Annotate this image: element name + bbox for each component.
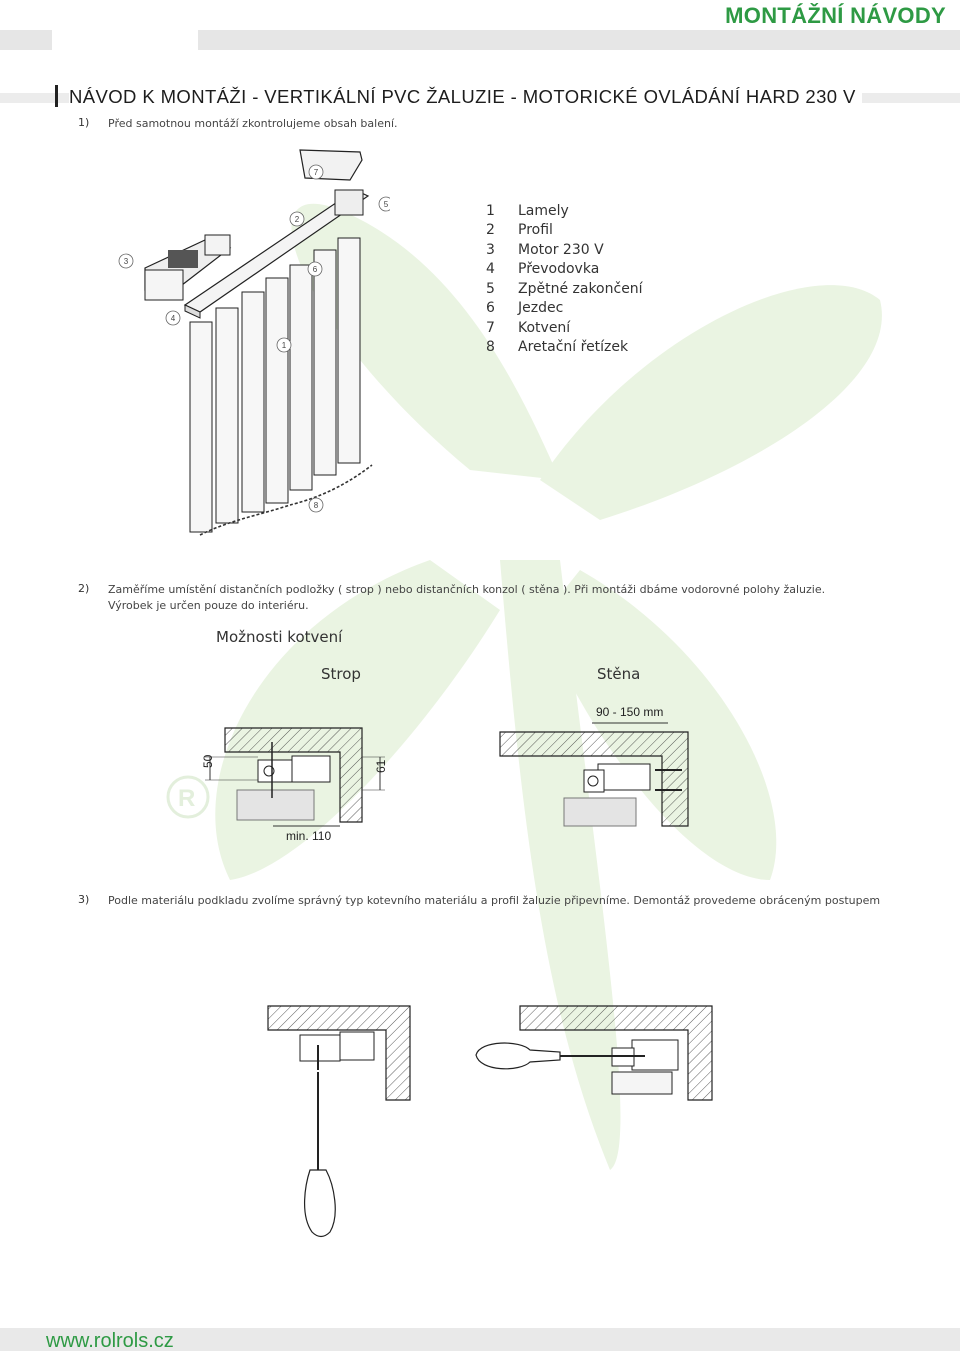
dim-61: 61 — [374, 759, 388, 773]
step-number: 2) — [78, 582, 90, 595]
svg-text:R: R — [178, 785, 195, 812]
header-title: MONTÁŽNÍ NÁVODY — [725, 3, 946, 28]
mounting-diagrams: 50 61 min. 110 90 - 150 mm — [201, 705, 689, 843]
blind-assembly-diagram: 7 2 5 3 6 4 1 8 — [118, 149, 390, 536]
callout-label: 3 — [124, 257, 129, 266]
page-title: NÁVOD K MONTÁŽI - VERTIKÁLNÍ PVC ŽALUZIE… — [69, 86, 862, 108]
callout-label: 8 — [314, 501, 319, 510]
installation-diagrams — [267, 1005, 713, 1238]
step-text: Výrobek je určen pouze do interiéru. — [108, 599, 309, 612]
step-text: Před samotnou montáží zkontrolujeme obsa… — [108, 117, 398, 130]
dim-50: 50 — [201, 754, 215, 768]
header-band — [0, 30, 52, 50]
header-band — [198, 30, 960, 50]
step-number: 3) — [78, 893, 90, 906]
callout-label: 5 — [384, 200, 389, 209]
dim-wall: 90 - 150 mm — [596, 705, 663, 719]
step-text: Podle materiálu podkladu zvolíme správný… — [108, 894, 881, 907]
ceiling-label: Strop — [321, 665, 361, 683]
step-text: Zaměříme umístění distančních podložky (… — [108, 583, 826, 596]
title-marker — [55, 85, 58, 107]
callout-label: 2 — [295, 215, 300, 224]
callout-label: 6 — [313, 265, 318, 274]
mounting-heading: Možnosti kotvení — [216, 628, 343, 646]
dim-min: min. 110 — [286, 829, 331, 843]
step-number: 1) — [78, 116, 90, 129]
callout-label: 1 — [282, 341, 287, 350]
footer-url[interactable]: www.rolrols.cz — [46, 1330, 174, 1352]
callout-label: 7 — [314, 168, 319, 177]
footer-band — [0, 1328, 960, 1351]
wall-label: Stěna — [597, 665, 641, 683]
callout-label: 4 — [171, 314, 176, 323]
